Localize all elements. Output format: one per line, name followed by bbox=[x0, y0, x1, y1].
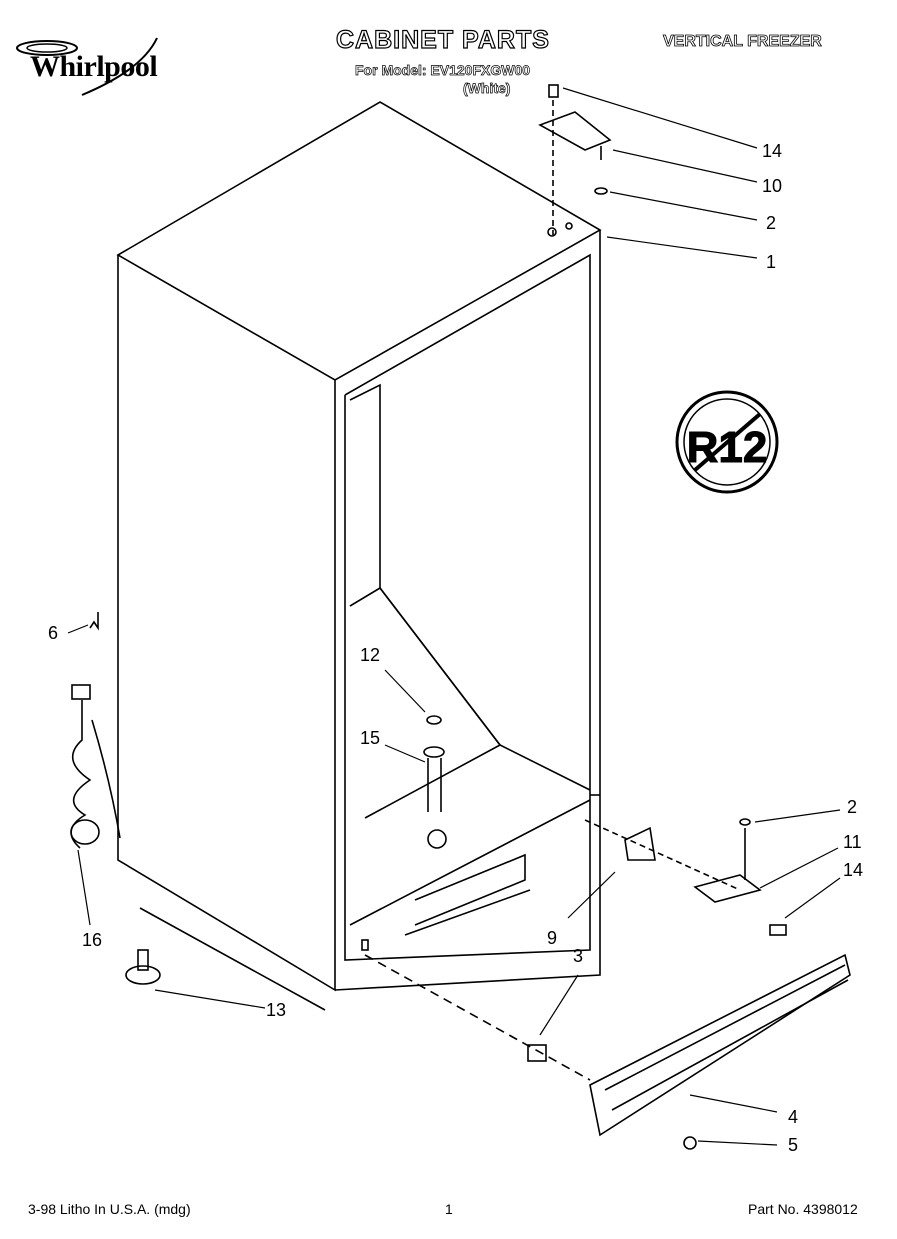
callout-1: 1 bbox=[766, 252, 777, 272]
callout-5: 5 bbox=[788, 1135, 799, 1155]
brand-logo: Whirlpool bbox=[16, 37, 158, 96]
footer-litho: 3-98 Litho In U.S.A. (mdg) bbox=[28, 1201, 191, 1217]
model-line: For Model: EV120FXGW00 bbox=[355, 62, 531, 79]
r12-badge bbox=[675, 390, 779, 494]
callout-2-top: 2 bbox=[766, 213, 777, 233]
cabinet-body bbox=[116, 101, 602, 992]
callout-13: 13 bbox=[266, 1000, 287, 1020]
drain-tube bbox=[423, 715, 445, 812]
clip-part bbox=[89, 612, 99, 631]
callout-2-bottom: 2 bbox=[847, 797, 858, 817]
top-hinge bbox=[538, 84, 612, 235]
toe-grille bbox=[364, 953, 851, 1150]
leveling-leg bbox=[125, 907, 326, 1011]
callout-14-top: 14 bbox=[762, 141, 783, 161]
callout-10: 10 bbox=[762, 176, 783, 196]
color-line: (White) bbox=[463, 80, 511, 97]
callout-11: 11 bbox=[843, 832, 862, 852]
callout-15: 15 bbox=[360, 728, 381, 748]
bottom-hinge bbox=[584, 818, 787, 936]
logo-swirl-icon bbox=[16, 37, 158, 96]
callout-9: 9 bbox=[547, 928, 558, 948]
callout-6: 6 bbox=[48, 623, 59, 643]
callout-3: 3 bbox=[573, 946, 584, 966]
callout-16: 16 bbox=[82, 930, 103, 950]
page-title: CABINET PARTS bbox=[335, 25, 550, 54]
footer-page-number: 1 bbox=[445, 1201, 453, 1217]
power-cord bbox=[70, 684, 121, 849]
leader-lines bbox=[67, 87, 841, 1146]
badge-text: R12 bbox=[687, 423, 768, 472]
callout-12: 12 bbox=[360, 645, 381, 665]
callout-4: 4 bbox=[788, 1107, 799, 1127]
footer-part-number: Part No. 4398012 bbox=[748, 1201, 858, 1217]
product-name: VERTICAL FREEZER bbox=[663, 33, 823, 51]
callout-14-bottom: 14 bbox=[843, 860, 864, 880]
